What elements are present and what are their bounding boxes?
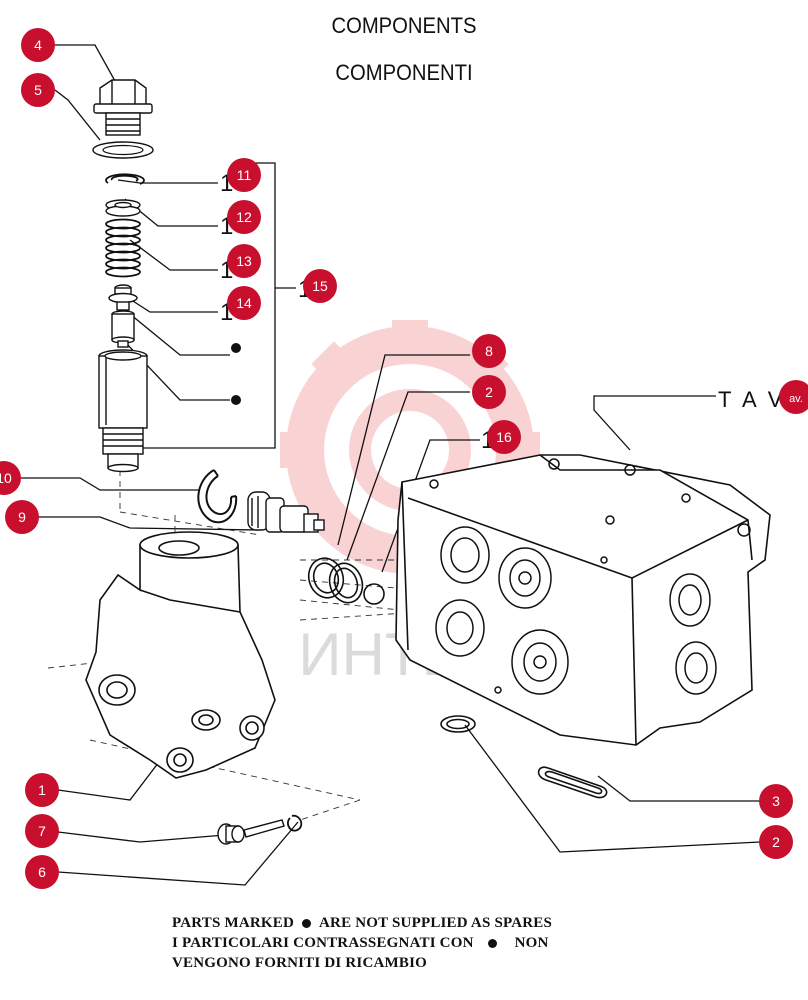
snap-ring-10 xyxy=(197,469,238,524)
callout-circle[interactable] xyxy=(25,814,59,848)
not-supplied-marker xyxy=(231,343,241,353)
footer-line-2: I PARTICOLARI CONTRASSEGNATI CON NON xyxy=(172,935,549,952)
footer-line-3: VENGONO FORNITI DI RICAMBIO xyxy=(172,955,428,971)
callout-number: 8 xyxy=(485,343,493,359)
callout-circle[interactable] xyxy=(5,500,39,534)
callout-number: 1 xyxy=(38,782,46,798)
callout-number: 5 xyxy=(34,82,42,98)
footer-line-2-before: I PARTICOLARI CONTRASSEGNATI CON xyxy=(172,935,474,951)
callout-circle[interactable] xyxy=(227,244,261,278)
callout-15-badge[interactable]: 15 xyxy=(303,269,337,303)
callout-circle[interactable] xyxy=(0,461,21,495)
bullet-marker xyxy=(487,938,497,948)
o-ring-2-lower xyxy=(440,715,476,733)
callout-number: 9 xyxy=(18,509,26,525)
callout-layer: 4 5 11 12 13 14 15 8 2 16 av. 10 9 1 7 6 3 2 xyxy=(0,28,808,889)
callout-number: 4 xyxy=(34,37,42,53)
callout-10-badge[interactable]: 10 xyxy=(0,461,21,495)
callout-circle[interactable] xyxy=(472,334,506,368)
callout-circle[interactable] xyxy=(21,73,55,107)
callout-5-badge[interactable]: 5 xyxy=(21,73,55,107)
callout-av-badge[interactable]: av. xyxy=(779,380,808,414)
callout-4-badge[interactable]: 4 xyxy=(21,28,55,62)
callout-number: 6 xyxy=(38,864,46,880)
callout-circle[interactable] xyxy=(303,269,337,303)
leader-lines xyxy=(20,44,761,886)
callout-number: 14 xyxy=(236,295,252,311)
callout-circle[interactable] xyxy=(21,28,55,62)
callout-circle[interactable] xyxy=(779,380,808,414)
seal-washer-5 xyxy=(92,141,154,159)
callout-circle[interactable] xyxy=(227,286,261,320)
spring-seat-12 xyxy=(105,199,141,217)
spring-washer-6 xyxy=(287,814,303,832)
callout-number: 12 xyxy=(236,209,252,225)
callout-6-badge[interactable]: 6 xyxy=(25,855,59,889)
title-components: COMPONENTS xyxy=(331,13,477,38)
valve-sleeve xyxy=(98,349,148,473)
callout-2-badge[interactable]: 2 xyxy=(759,825,793,859)
callout-number: av. xyxy=(789,393,803,405)
callout-8-badge[interactable]: 8 xyxy=(472,334,506,368)
plug-screw xyxy=(93,79,153,136)
bullet-marker xyxy=(302,918,312,928)
tav-label: T A V xyxy=(718,387,783,412)
callout-12-badge[interactable]: 12 xyxy=(227,200,261,234)
spring-guide-14 xyxy=(108,284,138,311)
callout-number: 7 xyxy=(38,823,46,839)
callout-16-badge[interactable]: 16 xyxy=(487,420,521,454)
callout-11-badge[interactable]: 11 xyxy=(227,158,261,192)
valve-housing xyxy=(395,454,771,746)
callout-14-badge[interactable]: 14 xyxy=(227,286,261,320)
callout-3-badge[interactable]: 3 xyxy=(759,784,793,818)
callout-number: 2 xyxy=(772,834,780,850)
callout-13-badge[interactable]: 13 xyxy=(227,244,261,278)
footer-line-1: PARTS MARKED ARE NOT SUPPLIED AS SPARES xyxy=(172,915,552,932)
callout-number: 3 xyxy=(772,793,780,809)
circlip-11 xyxy=(105,173,145,185)
o-rings xyxy=(307,557,385,605)
spool-piston xyxy=(111,310,135,348)
callout-number: 11 xyxy=(237,167,252,183)
spring-13 xyxy=(105,218,141,278)
callout-2-badge[interactable]: 2 xyxy=(472,375,506,409)
callout-circle[interactable] xyxy=(25,773,59,807)
callout-number: 2 xyxy=(485,384,493,400)
footer-line-1-after: ARE NOT SUPPLIED AS SPARES xyxy=(319,915,553,931)
not-supplied-marker xyxy=(231,395,241,405)
bolt-7 xyxy=(217,819,285,845)
seal-3 xyxy=(537,766,608,799)
callout-circle[interactable] xyxy=(759,825,793,859)
callout-number: 10 xyxy=(0,470,12,486)
callout-1-badge[interactable]: 1 xyxy=(25,773,59,807)
callout-circle[interactable] xyxy=(227,158,261,192)
valve-body-1 xyxy=(85,531,276,779)
callout-circle[interactable] xyxy=(227,200,261,234)
callout-circle[interactable] xyxy=(487,420,521,454)
valve-ports xyxy=(429,458,751,695)
callout-number: 13 xyxy=(236,253,252,269)
callout-circle[interactable] xyxy=(25,855,59,889)
callout-number: 15 xyxy=(312,278,328,294)
callout-circle[interactable] xyxy=(759,784,793,818)
footer-line-2-after: NON xyxy=(514,935,549,951)
callout-7-badge[interactable]: 7 xyxy=(25,814,59,848)
pilot-valve-9 xyxy=(247,491,325,533)
title-componenti: COMPONENTI xyxy=(335,60,473,85)
callout-circle[interactable] xyxy=(472,375,506,409)
callout-9-badge[interactable]: 9 xyxy=(5,500,39,534)
callout-number: 16 xyxy=(496,429,512,445)
footer-line-1-before: PARTS MARKED xyxy=(172,915,295,931)
